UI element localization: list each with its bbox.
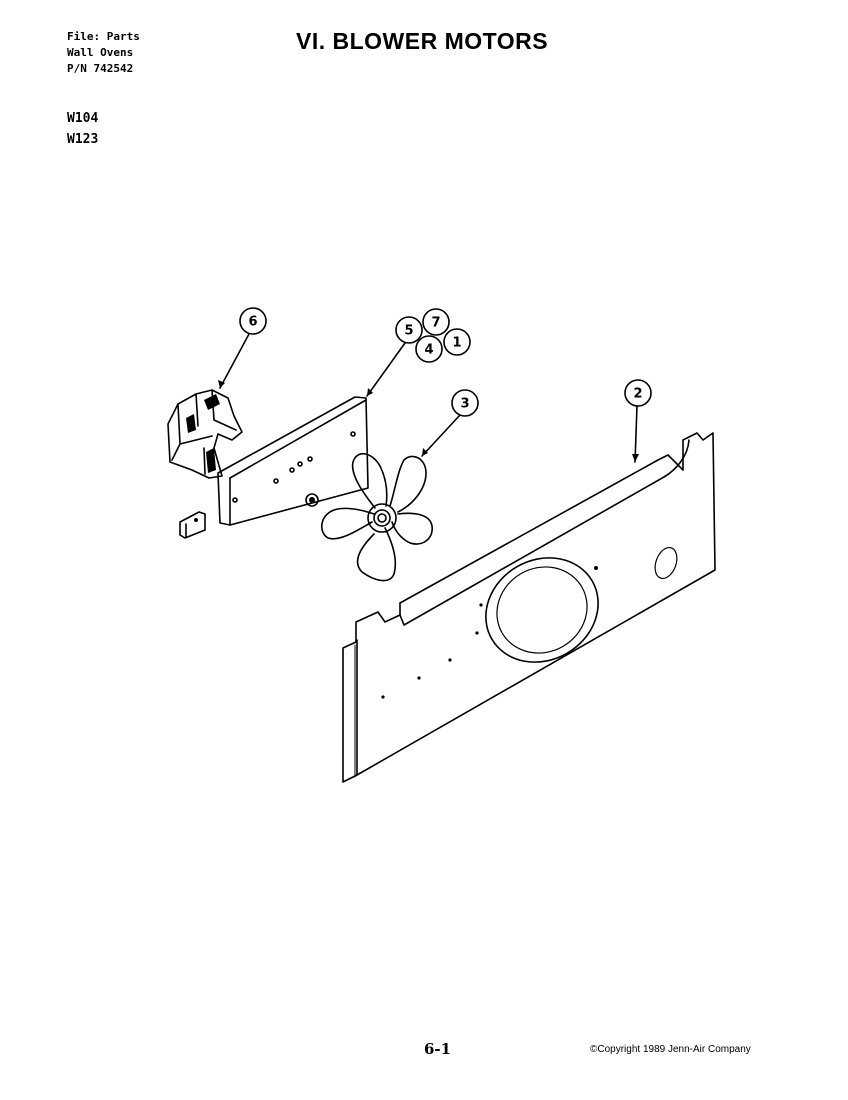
motor-bracket xyxy=(217,396,369,526)
model-list: W104 W123 xyxy=(67,108,98,150)
nut xyxy=(305,493,319,507)
page-title: VI. BLOWER MOTORS xyxy=(296,28,549,54)
leader-lines xyxy=(219,333,638,463)
blower-motor xyxy=(167,389,243,479)
part-number-line: P/N 742542 xyxy=(67,62,134,75)
fan-blade xyxy=(321,453,433,582)
file-header: File: Parts Wall Ovens P/N 742542 xyxy=(67,29,140,77)
callout-number: 3 xyxy=(460,397,469,412)
callout-number: 4 xyxy=(424,343,433,358)
callout-circles xyxy=(239,307,652,417)
category-line: Wall Ovens xyxy=(67,46,134,59)
file-line: File: Parts xyxy=(67,30,140,43)
callout-number: 1 xyxy=(452,336,461,351)
callout-number: 6 xyxy=(248,315,257,330)
motor-clip xyxy=(179,511,206,539)
page-number: 6-1 xyxy=(424,1040,452,1058)
model-number: W104 xyxy=(67,111,99,126)
callout-number: 5 xyxy=(404,324,413,339)
model-number: W123 xyxy=(67,132,99,147)
callout-number: 2 xyxy=(633,387,642,402)
blower-panel xyxy=(342,432,716,783)
callout-number: 7 xyxy=(431,316,440,331)
copyright-notice: ©Copyright 1989 Jenn-Air Company xyxy=(590,1044,751,1055)
